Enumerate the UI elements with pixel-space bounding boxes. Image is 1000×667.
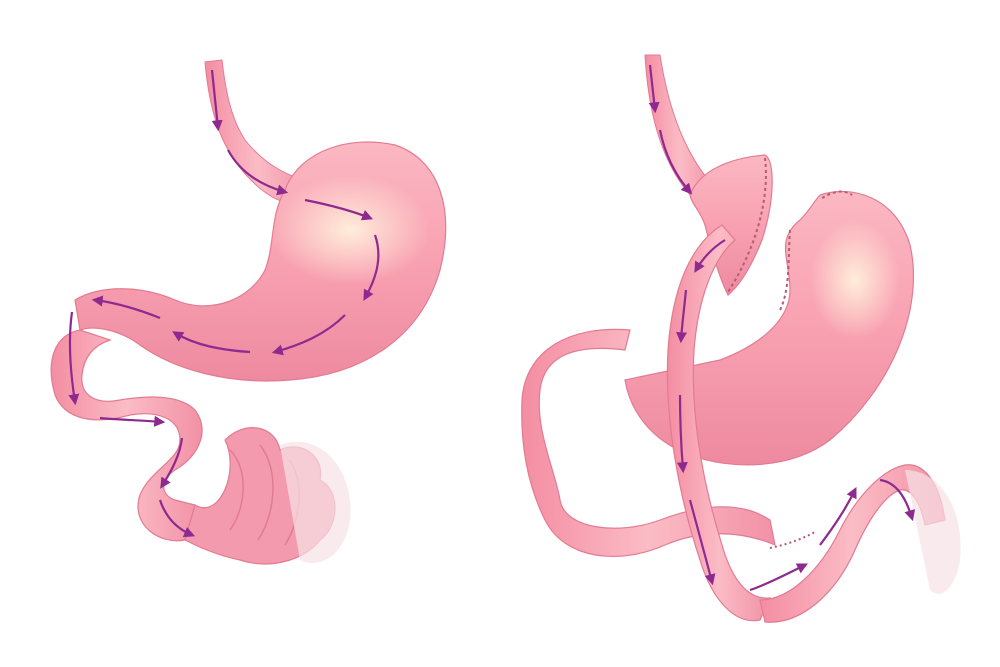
arrow-icon xyxy=(160,437,184,489)
arrow-icon xyxy=(363,234,380,301)
arrow-icon xyxy=(99,415,166,427)
remnant-staple-line xyxy=(779,190,853,311)
arrow-icon xyxy=(172,331,251,354)
normal-anatomy-panel xyxy=(50,59,447,565)
anastomosis-staples xyxy=(769,531,816,549)
mesentery-shadow-bypass xyxy=(905,470,961,594)
esophagus-bypass xyxy=(644,54,716,196)
arrow-icon xyxy=(676,394,688,474)
arrow-icon xyxy=(91,295,161,320)
arrow-icon xyxy=(676,289,688,344)
gastric-pouch xyxy=(689,154,773,296)
arrow-icon xyxy=(271,314,346,356)
arrow-icon xyxy=(68,311,80,406)
arrow-icon xyxy=(158,499,196,538)
arrow-icon xyxy=(688,499,716,586)
arrow-icon xyxy=(694,239,726,273)
arrow-icon xyxy=(227,149,289,196)
gastric-bypass-panel xyxy=(521,54,961,623)
mesentery-shadow xyxy=(280,441,351,564)
arrow-icon xyxy=(879,478,916,522)
arrow-icon xyxy=(819,487,857,546)
biliopancreatic-limb xyxy=(521,328,776,558)
arrow-icon xyxy=(210,69,223,132)
roux-limb xyxy=(666,224,771,622)
stomach-highlight xyxy=(270,175,430,285)
arrow-icon xyxy=(648,64,660,114)
flow-arrows-normal xyxy=(68,69,380,538)
arrow-icon xyxy=(749,563,808,592)
pouch-staple-line xyxy=(727,157,767,293)
remnant-highlight xyxy=(810,220,900,340)
arrow-icon xyxy=(658,129,693,195)
flow-arrows-bypass xyxy=(648,64,916,592)
arrow-icon xyxy=(304,198,374,221)
